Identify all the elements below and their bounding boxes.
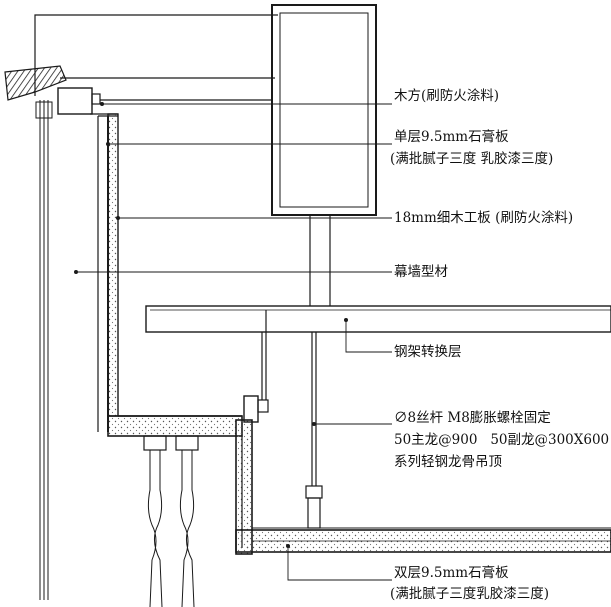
leader-dot-steel [344,318,348,322]
label-main-keel: 50主龙@900 50副龙@300X600 [394,432,610,448]
timber-block [271,4,377,216]
label-plywood: 18mm细木工板 (刷防火涂料) [394,210,574,226]
leader-double-gypsum [287,546,392,581]
mullion-cap [35,101,53,119]
timber-block-inner [279,12,369,208]
drape-tube-left-head [143,435,167,451]
ledge-bracket [243,395,259,423]
ledge-board [107,415,243,437]
drape-left [147,450,163,607]
leader-dot-plywood [116,216,120,220]
leader-dot-rod [312,422,316,426]
label-timber-block: 木方(刷防火涂料) [394,88,500,104]
louver-blade [4,65,67,101]
leader-dot-gypsum [106,142,110,146]
label-steel-frame-transfer: 钢架转换层 [394,344,462,360]
keel-channel [307,497,321,529]
leader-dot-profile [74,270,78,274]
leader-steel-frame [345,320,392,353]
steel-frame-layer [145,305,611,333]
label-gypsum-double-1: 双层9.5mm石膏板 [394,565,509,581]
drape-right [179,450,195,607]
keel-clip [305,485,323,499]
label-ceiling-system: 系列轻钢龙骨吊顶 [394,454,502,470]
leader-dot-timber [100,102,104,106]
label-curtain-wall-profile: 幕墙型材 [394,264,448,280]
louver-bracket [57,87,93,115]
bracket-connector [91,93,101,105]
label-hanger-rod: ∅8丝杆 M8膨胀螺栓固定 [394,410,551,426]
drape-tube-right-head [175,435,199,451]
top-frame-line [34,14,278,96]
ledge-bracket-tab [257,399,269,413]
leader-dot-double-gypsum [286,544,290,548]
label-gypsum-double-2: (满批腻子三度乳胶漆三度) [390,586,550,602]
label-gypsum-single-2: (满批腻子三度 乳胶漆三度) [390,151,554,167]
plywood-board [107,113,119,417]
label-gypsum-single-1: 单层9.5mm石膏板 [394,129,509,145]
